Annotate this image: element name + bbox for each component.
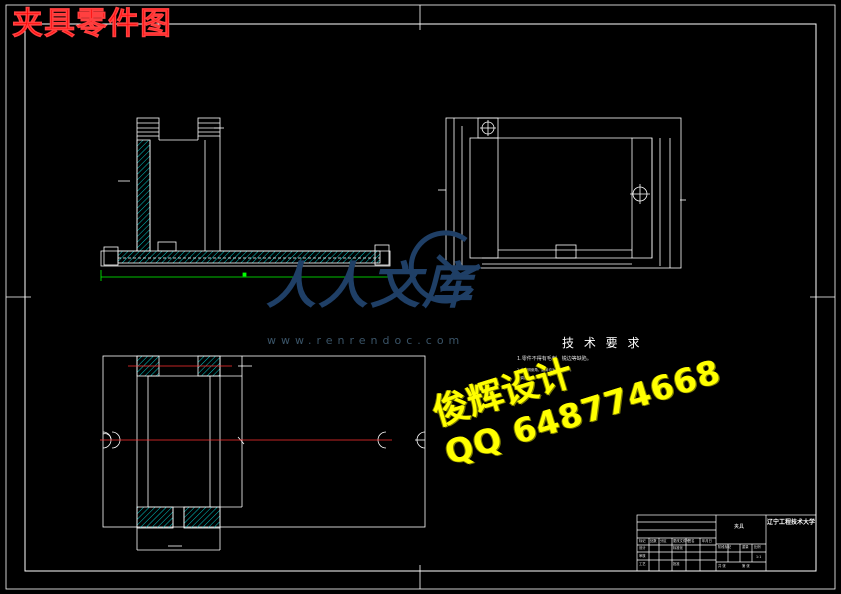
title-block-cell: 审核: [639, 554, 646, 558]
technical-requirement-line: 2.未注明倒角、圆角均为0.5×45°。: [517, 368, 574, 372]
top-view-centerlines: [100, 365, 392, 441]
watermark-logo-icon: [408, 230, 482, 304]
title-block-cell: 设计: [639, 546, 646, 550]
title-block-cell: 工艺: [639, 562, 646, 566]
title-block-cell: 比例: [754, 545, 761, 549]
title-block-cell: 批准: [673, 562, 680, 566]
title-block-cell: 阶段标记: [718, 545, 732, 549]
watermark-url: www.renrendoc.com: [267, 334, 465, 347]
title-block-school: 辽宁工程技术大学: [767, 519, 816, 526]
title-block-part-name: 夹具: [734, 524, 745, 530]
title-block-cell: 标准化: [673, 546, 683, 550]
front-dimension: [100, 270, 391, 281]
side-view: [438, 117, 686, 269]
title-block-cell: 签名: [688, 539, 695, 543]
technical-requirement-line: 3.调质处理。: [517, 376, 538, 380]
title-block-cell: 共 张: [718, 564, 726, 568]
title-block-scale: 1:1: [756, 555, 762, 559]
title-block-cell: 处数: [650, 539, 657, 543]
technical-requirement-line: 1.零件不得有毛刺、锐边等缺陷。: [517, 356, 592, 362]
inner-frame: [24, 23, 817, 572]
title-block-cell: 重量: [742, 545, 749, 549]
front-view: [100, 117, 391, 267]
centering-marks: [6, 5, 835, 589]
title-block-cell: 第 张: [742, 564, 750, 568]
title-block-grid: [636, 514, 817, 572]
title-block-cell: 年月日: [702, 539, 712, 543]
watermark-text: 人人文库: [266, 256, 474, 315]
top-view: [102, 355, 426, 551]
technical-requirements-heading: 技 术 要 求: [562, 336, 643, 350]
title-block-cell: 标记: [639, 539, 646, 543]
title-block-cell: 更改文件号: [673, 539, 690, 543]
title-block-cell: 分区: [660, 539, 667, 543]
drawing-title: 夹具零件图: [12, 6, 172, 43]
